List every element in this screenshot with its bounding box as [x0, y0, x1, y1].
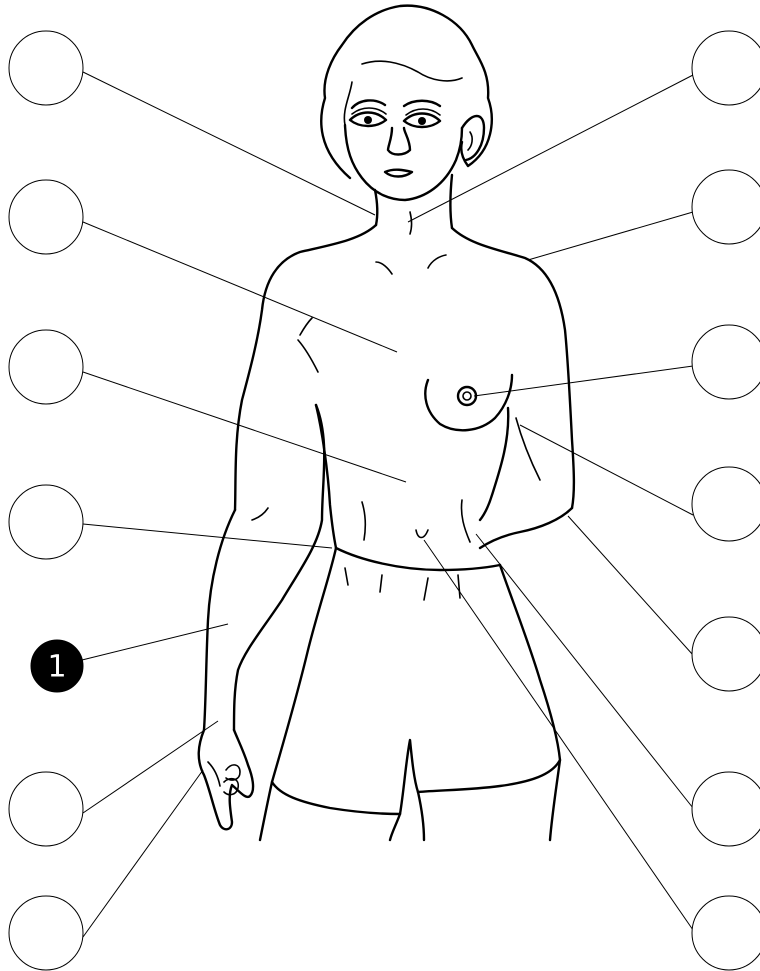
right-arm-outer — [480, 508, 572, 548]
left-waist — [316, 405, 336, 548]
leader-right-2 — [528, 212, 693, 260]
leader-right-6 — [476, 534, 693, 808]
shorts-inseam — [400, 740, 418, 814]
shorts-waistband — [336, 548, 500, 570]
right-shoulder — [452, 228, 574, 508]
callout-left-5[interactable]: 1 — [31, 640, 83, 692]
figure-illustration — [199, 6, 574, 840]
left-abdomen-line — [362, 502, 365, 540]
mouth — [385, 170, 412, 177]
callout-left-1[interactable] — [9, 31, 83, 105]
left-shoulder — [235, 225, 376, 510]
right-arm-crease — [516, 418, 540, 480]
right-pupil — [418, 117, 426, 125]
left-collarbone — [376, 262, 392, 274]
leader-left-7 — [83, 770, 203, 937]
left-armpit-line — [298, 340, 318, 372]
right-eyebrow — [404, 101, 440, 106]
right-leg-inner — [418, 792, 424, 840]
shorts-right-side — [418, 565, 560, 792]
left-leg — [260, 782, 272, 840]
right-collarbone — [428, 255, 446, 268]
left-arm-inner — [234, 405, 324, 730]
left-arm-outer — [204, 510, 235, 730]
callout-right-6[interactable] — [692, 772, 760, 846]
shorts-fold-2 — [380, 575, 382, 592]
leader-left-4 — [83, 524, 332, 548]
leader-right-5 — [568, 516, 693, 655]
throat-line — [410, 212, 412, 234]
shorts-fold-4 — [458, 575, 460, 598]
leader-right-7 — [424, 540, 693, 930]
callout-right-2[interactable] — [692, 170, 760, 244]
callout-left-3[interactable] — [9, 330, 83, 404]
right-abdomen-line — [461, 500, 470, 542]
nose — [388, 128, 410, 155]
ear-inner — [468, 132, 472, 150]
navel — [416, 530, 428, 538]
hair-inner-line — [362, 61, 462, 81]
callout-right-4[interactable] — [692, 467, 760, 541]
face-outline — [345, 125, 462, 200]
nipple-outer — [458, 387, 476, 405]
leader-lines — [82, 72, 693, 937]
left-armpit-fold — [300, 318, 312, 335]
callout-left-5-label: 1 — [47, 650, 66, 685]
shorts-fold-3 — [424, 578, 428, 600]
callout-left-7[interactable] — [9, 896, 83, 970]
callout-left-2[interactable] — [9, 180, 83, 254]
nipple-inner — [463, 392, 471, 400]
callout-right-1[interactable] — [692, 31, 760, 105]
left-hand-finger-1 — [226, 765, 240, 780]
neck-right — [451, 175, 453, 228]
leader-right-3 — [474, 366, 693, 396]
left-hand-knuckle — [208, 762, 220, 786]
shorts-fold-1 — [345, 568, 348, 585]
neck-left — [375, 190, 377, 225]
leader-left-6 — [83, 721, 218, 813]
callout-right-7[interactable] — [692, 896, 760, 970]
callout-left-6[interactable] — [9, 772, 83, 846]
breast — [425, 375, 512, 430]
leader-right-4 — [520, 425, 693, 515]
left-elbow-crease — [252, 508, 268, 520]
callout-left-4[interactable] — [9, 485, 83, 559]
left-pupil — [364, 116, 372, 124]
callout-right-5[interactable] — [692, 617, 760, 691]
leader-left-2 — [83, 222, 397, 352]
leader-left-1 — [83, 72, 375, 215]
right-leg — [550, 760, 560, 840]
left-eyebrow — [352, 100, 385, 108]
left-leg-inner — [390, 814, 400, 840]
callout-right-3[interactable] — [692, 325, 760, 399]
